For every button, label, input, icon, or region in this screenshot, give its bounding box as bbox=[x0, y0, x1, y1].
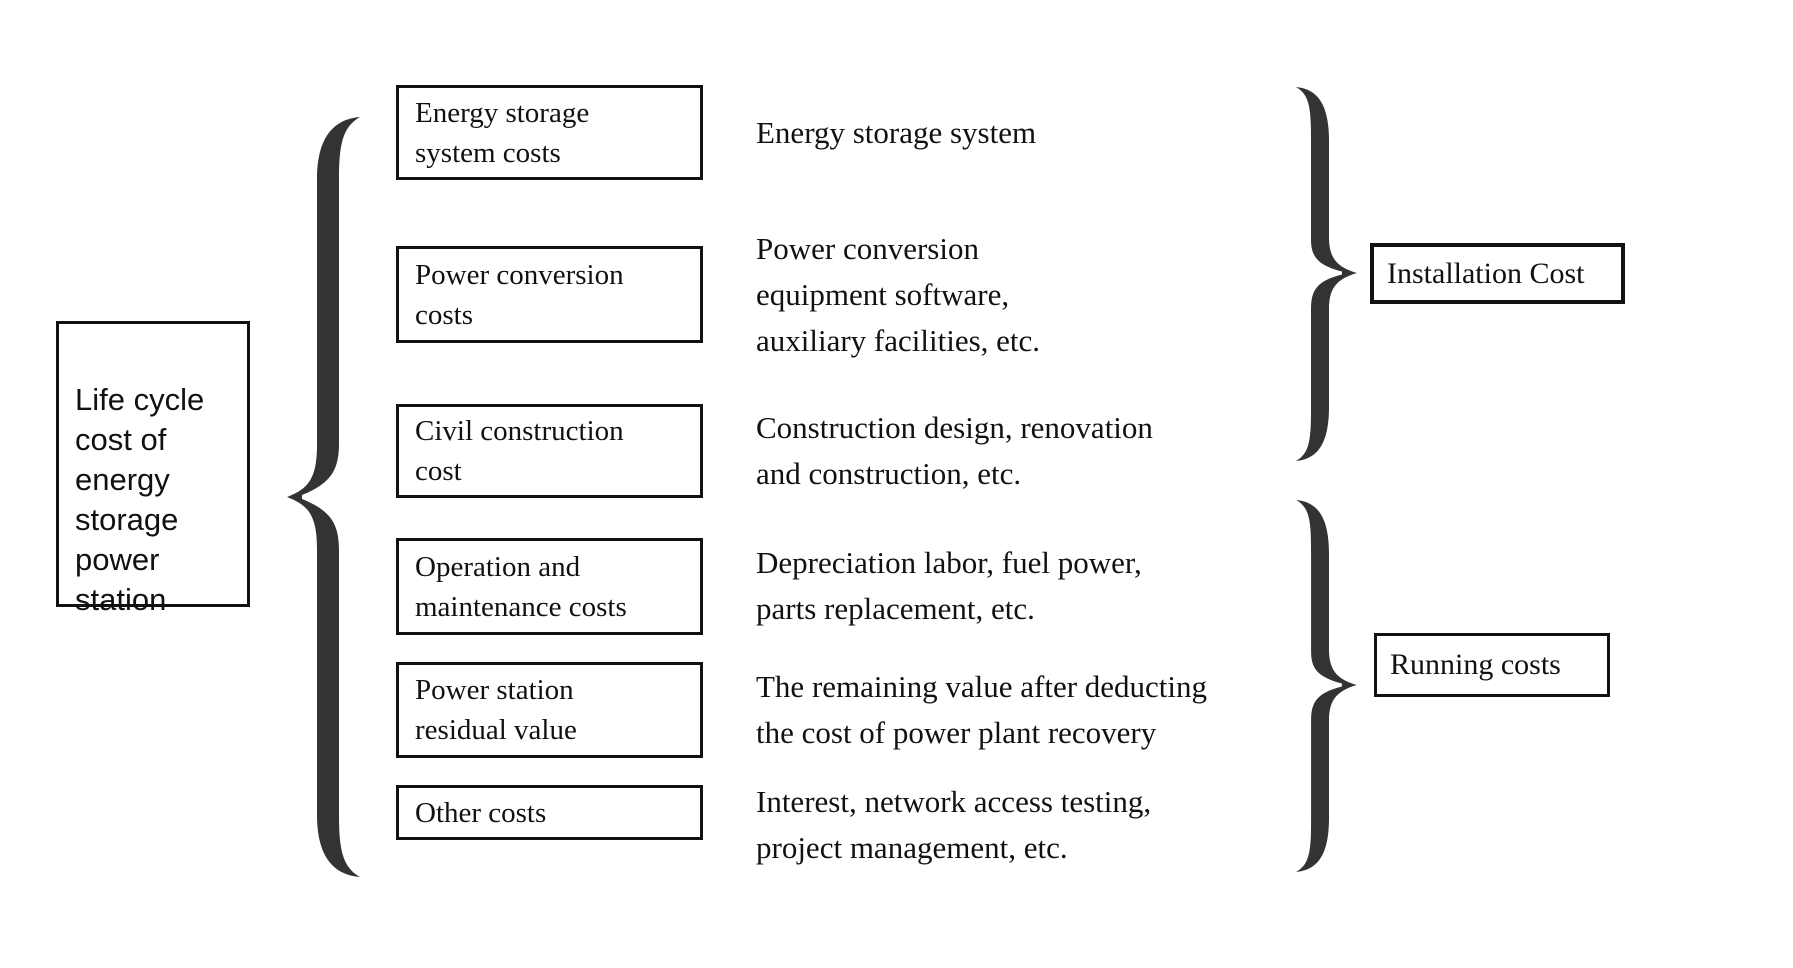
node-running-costs: Running costs bbox=[1374, 633, 1610, 697]
node-label: Civil construction cost bbox=[415, 415, 624, 487]
node-power-conversion-costs: Power conversion costs bbox=[396, 246, 703, 343]
node-label: Installation Cost bbox=[1387, 256, 1585, 290]
node-power-station-residual-value: Power station residual value bbox=[396, 662, 703, 758]
description-civil-construction: Construction design, renovation and cons… bbox=[756, 410, 1153, 491]
description-other-costs: Interest, network access testing, projec… bbox=[756, 784, 1152, 865]
node-label: Other costs bbox=[415, 796, 547, 829]
description-operation-maintenance: Depreciation labor, fuel power, parts re… bbox=[756, 545, 1142, 626]
node-life-cycle-cost-label: Life cycle cost of energy storage power … bbox=[75, 382, 205, 617]
node-life-cycle-cost: Life cycle cost of energy storage power … bbox=[56, 321, 250, 617]
node-label: Running costs bbox=[1390, 648, 1561, 681]
node-label: Power conversion costs bbox=[415, 258, 624, 331]
node-label: Energy storage system costs bbox=[415, 96, 590, 169]
node-label: Operation and maintenance costs bbox=[415, 550, 627, 623]
node-installation-cost: Installation Cost bbox=[1370, 243, 1625, 304]
node-energy-storage-system-costs: Energy storage system costs bbox=[396, 85, 703, 180]
node-operation-maintenance-costs: Operation and maintenance costs bbox=[396, 538, 703, 635]
node-civil-construction-cost: Civil construction cost bbox=[396, 404, 703, 498]
left-brace bbox=[287, 117, 360, 877]
installation-cost-brace bbox=[1296, 87, 1357, 461]
node-label: Power station residual value bbox=[415, 674, 577, 746]
node-other-costs: Other costs bbox=[396, 785, 703, 840]
description-power-conversion: Power conversion equipment software, aux… bbox=[756, 231, 1041, 358]
description-residual-value: The remaining value after deducting the … bbox=[756, 669, 1208, 750]
description-energy-storage-system: Energy storage system bbox=[756, 115, 1037, 150]
running-costs-brace bbox=[1296, 499, 1357, 873]
